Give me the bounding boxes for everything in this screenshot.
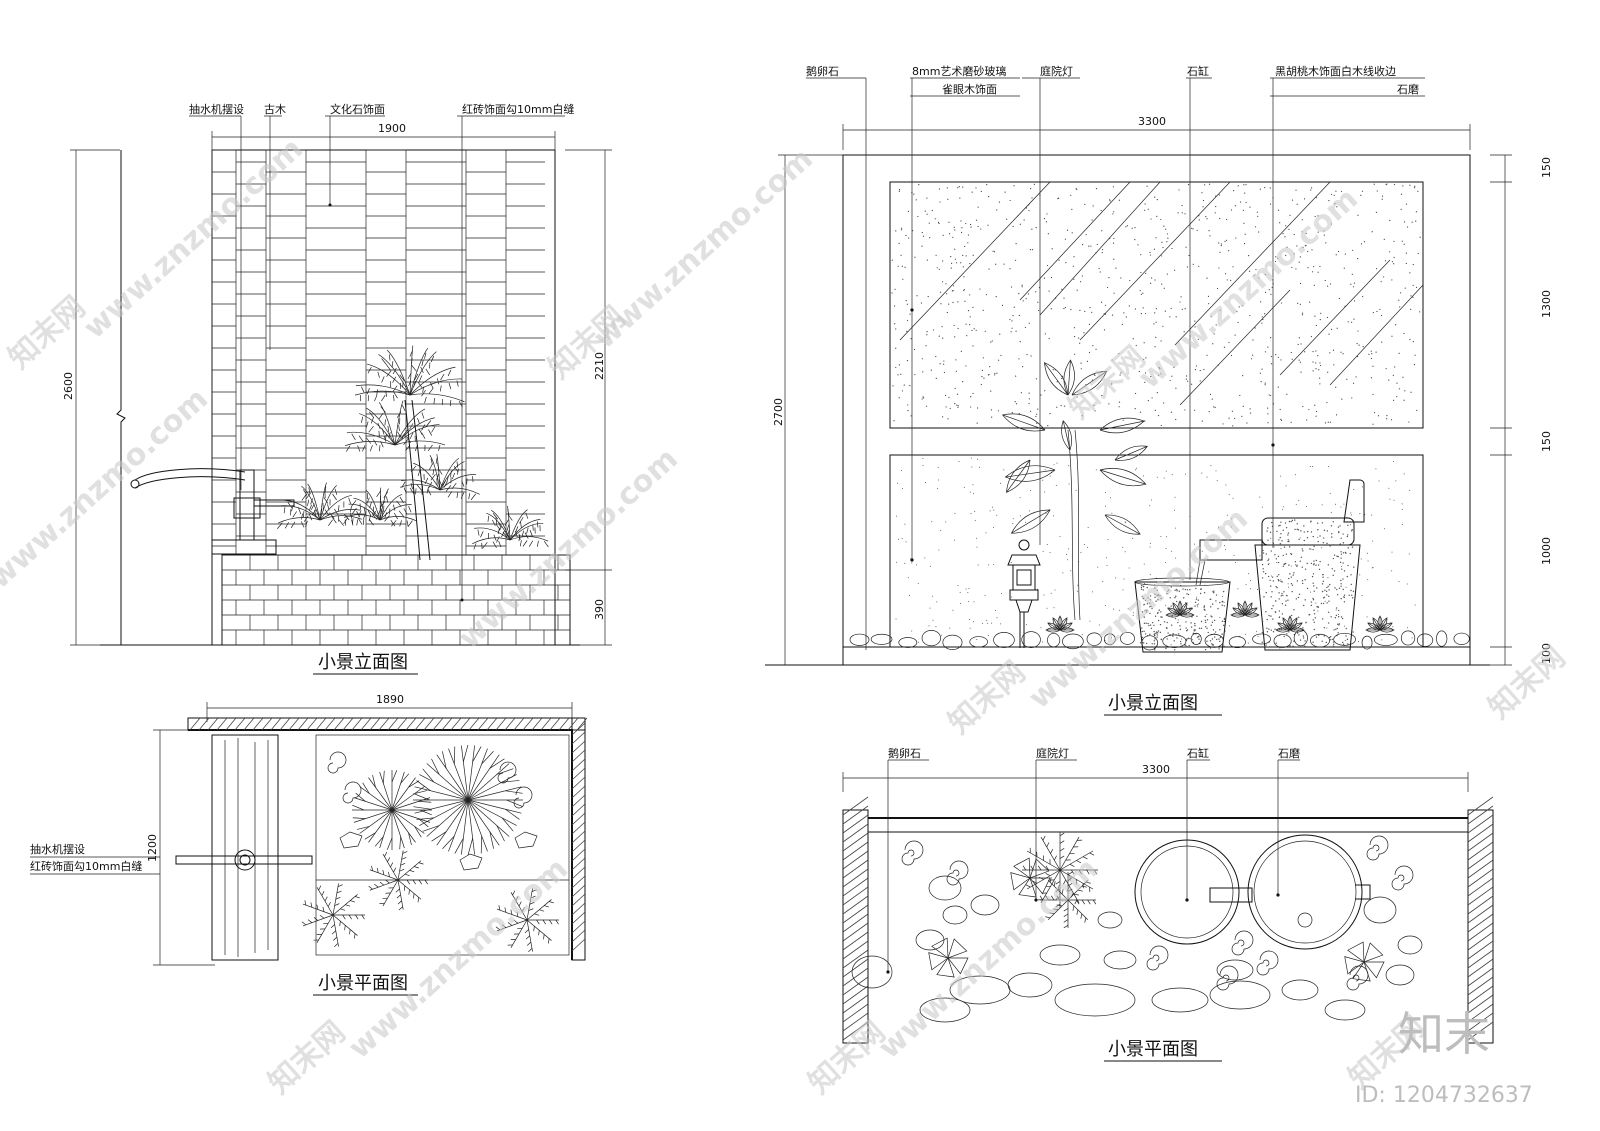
plan-label-lamp: 庭院灯 bbox=[1036, 746, 1069, 760]
plan-label-jar: 石缸 bbox=[1187, 746, 1209, 760]
left-plan-label-brick: 红砖饰面勾10mm白缝 bbox=[30, 859, 142, 873]
left-elev-width-dim: 1900 bbox=[378, 122, 406, 135]
left-plan: 1890 1200 抽水机摆设 红砖饰面勾10mm白缝 小景平面图 bbox=[30, 693, 588, 996]
right-dim-150-top: 150 bbox=[1540, 157, 1553, 178]
label-frosted-glass: 8mm艺术磨砂玻璃 bbox=[912, 64, 1006, 78]
brand-logo: 知末 bbox=[1398, 1007, 1490, 1061]
right-dim-1000: 1000 bbox=[1540, 537, 1553, 565]
right-elev-width-dim: 3300 bbox=[1138, 115, 1166, 128]
right-elevation-title: 小景立面图 bbox=[1108, 693, 1198, 714]
right-dim-1300: 1300 bbox=[1540, 290, 1553, 318]
watermark-text: 知末网 bbox=[1062, 340, 1152, 426]
label-pump: 抽水机摆设 bbox=[189, 102, 244, 116]
right-elevation: 3300 2700 150 1300 150 1000 100 bbox=[765, 64, 1553, 716]
watermark-text: www.znzmo.com bbox=[342, 851, 575, 1066]
right-plan-title: 小景平面图 bbox=[1108, 1039, 1198, 1060]
garden-lamp bbox=[1007, 539, 1041, 648]
left-plan-depth-dim: 1200 bbox=[146, 834, 159, 862]
watermark-text: www.znzmo.com bbox=[0, 381, 215, 596]
left-elev-wall-height-dim: 2210 bbox=[593, 352, 606, 380]
label-red-brick: 红砖饰面勾10mm白缝 bbox=[462, 102, 574, 116]
label-cultural-stone: 文化石饰面 bbox=[330, 102, 385, 116]
stone-jar bbox=[1134, 577, 1231, 653]
watermark-text: 知末网 bbox=[942, 655, 1032, 741]
stone-mill bbox=[1195, 479, 1365, 651]
right-plan-width-dim: 3300 bbox=[1142, 763, 1170, 776]
right-dim-100: 100 bbox=[1540, 643, 1553, 664]
hand-pump bbox=[130, 468, 295, 555]
watermark-text: 知末网 bbox=[1482, 640, 1572, 726]
right-dim-150: 150 bbox=[1540, 431, 1553, 452]
left-elev-height-dim: 2600 bbox=[62, 372, 75, 400]
left-plan-label-pump: 抽水机摆设 bbox=[30, 842, 85, 856]
label-wood-panel: 雀眼木饰面 bbox=[942, 82, 997, 96]
left-elevation-title: 小景立面图 bbox=[318, 652, 408, 673]
watermark-text: www.znzmo.com bbox=[1132, 181, 1365, 396]
plan-label-pebble: 鹅卵石 bbox=[888, 746, 921, 760]
left-elevation: 1900 2600 2210 390 bbox=[62, 102, 612, 675]
watermark-text: www.znzmo.com bbox=[452, 441, 685, 656]
watermark-text: 知末网 bbox=[262, 1015, 352, 1101]
label-pebble: 鹅卵石 bbox=[806, 64, 839, 78]
label-stone-jar: 石缸 bbox=[1187, 64, 1209, 78]
left-plan-title: 小景平面图 bbox=[318, 973, 408, 994]
plan-label-mill: 石磨 bbox=[1278, 747, 1300, 760]
image-id: ID: 1204732637 bbox=[1355, 1083, 1533, 1108]
right-elev-height-dim: 2700 bbox=[772, 398, 785, 426]
label-walnut-panel: 黑胡桃木饰面白木线收边 bbox=[1275, 64, 1396, 78]
left-plan-width-dim: 1890 bbox=[376, 693, 404, 706]
watermark-text: 知末网 bbox=[2, 290, 92, 376]
watermark-text: www.znzmo.com bbox=[77, 131, 310, 346]
left-elev-base-height-dim: 390 bbox=[593, 599, 606, 620]
label-stone-mill: 石磨 bbox=[1397, 83, 1419, 96]
watermark-text: www.znzmo.com bbox=[872, 851, 1105, 1066]
label-wood: 古木 bbox=[264, 103, 286, 116]
right-plan: 3300 鹅卵石 庭院灯 石缸 石磨 小景平面图 bbox=[842, 746, 1494, 1062]
label-garden-lamp: 庭院灯 bbox=[1040, 64, 1073, 78]
